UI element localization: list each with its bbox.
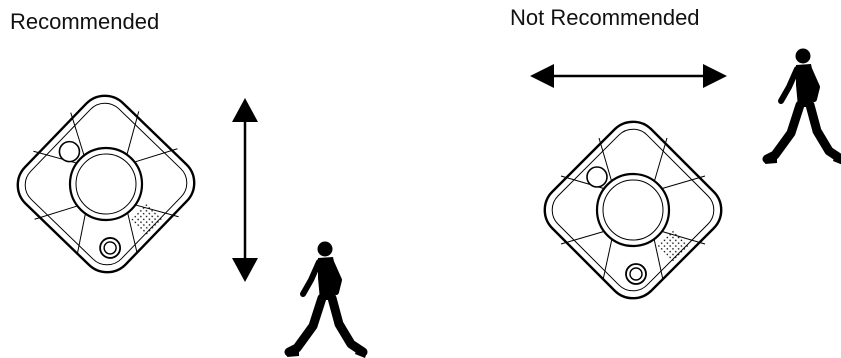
motion-sensor-icon [4,82,208,286]
vertical-double-arrow-icon [232,98,258,282]
recommended-title: Recommended [10,9,160,34]
horizontal-double-arrow-icon [530,64,727,88]
walking-person-icon [765,49,841,166]
not-recommended-title: Not Recommended [510,5,700,30]
walking-person-icon [287,242,367,358]
motion-sensor-icon [532,109,734,311]
